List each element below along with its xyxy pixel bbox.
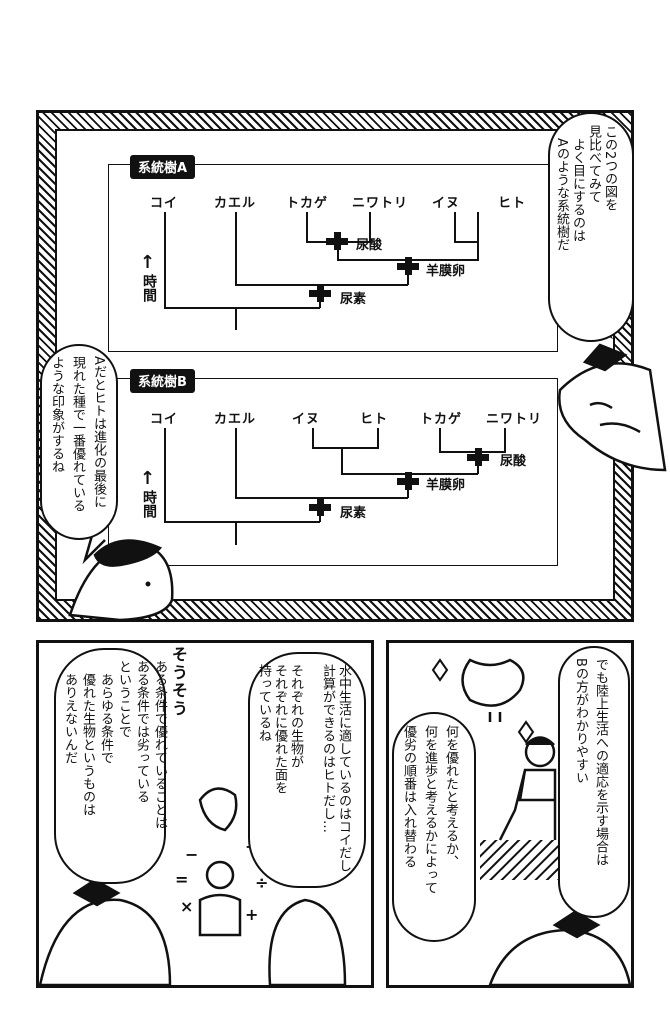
tree-b-box bbox=[108, 378, 558, 566]
speech-bubble-left bbox=[54, 648, 166, 884]
tree-a-label: 系統樹A bbox=[130, 155, 196, 179]
tree-a-species: コイ bbox=[150, 196, 179, 211]
tree-a-species: カエル bbox=[214, 196, 257, 211]
bubble-top-right-text: でも陸上生活への適応を示す場合は Bの方がわかりやすい bbox=[573, 658, 608, 866]
bubble-left-text: ある条件で優れていることは ある条件では劣っている ということで あらゆる条件で… bbox=[62, 660, 167, 829]
tree-b-species: ヒト bbox=[360, 412, 389, 427]
speech-bubble-top-right bbox=[558, 646, 630, 918]
tree-a-trait: 尿酸 bbox=[356, 238, 383, 253]
bubble-bottom-left-text: 何を優れたと考えるか、 何を進歩と考えるかによって 優劣の順番は入れ替わる bbox=[401, 725, 458, 894]
tree-a-trait: 羊膜卵 bbox=[426, 264, 466, 279]
bubble-student-text: Aだとヒトは進化の最後に 現れた種で一番優れている ような印象がするね bbox=[49, 356, 106, 512]
tree-b-trait: 尿酸 bbox=[500, 454, 527, 469]
tree-b-species: ニワトリ bbox=[486, 412, 543, 427]
speech-bubble-professor bbox=[548, 112, 634, 342]
tree-a-species: トカゲ bbox=[286, 196, 329, 211]
bubble-right-text: 水中生活に適しているのはコイだし 計算ができるのはヒトだし… それぞれの生物が … bbox=[256, 664, 351, 872]
tree-b-species: イヌ bbox=[292, 412, 321, 427]
speech-bubble-right bbox=[248, 652, 366, 888]
tree-b-species: カエル bbox=[214, 412, 257, 427]
tree-b-species: コイ bbox=[150, 412, 179, 427]
speech-bubble-student bbox=[40, 344, 118, 540]
tree-a-time-label: 時間 bbox=[141, 274, 157, 302]
tree-b-time-arrow: ↑ bbox=[140, 468, 157, 489]
tree-b-trait: 羊膜卵 bbox=[426, 478, 466, 493]
speech-bubble-bottom-left bbox=[392, 712, 476, 942]
tree-b-time-label: 時間 bbox=[141, 490, 157, 518]
tree-b-species: トカゲ bbox=[420, 412, 463, 427]
exclaim-text: そうそう bbox=[169, 646, 188, 718]
tree-b-label: 系統樹B bbox=[130, 369, 195, 393]
bubble-professor-text: この2つの図を 見比べてみて よく目にするのは Aのような系統樹だ bbox=[554, 125, 617, 251]
tree-a-species: ニワトリ bbox=[352, 196, 409, 211]
tree-a-trait: 尿素 bbox=[340, 292, 367, 307]
tree-a-time-arrow: ↑ bbox=[140, 252, 157, 273]
tree-a-species: ヒト bbox=[498, 196, 527, 211]
tree-b-trait: 尿素 bbox=[340, 506, 367, 521]
tree-a-species: イヌ bbox=[432, 196, 461, 211]
